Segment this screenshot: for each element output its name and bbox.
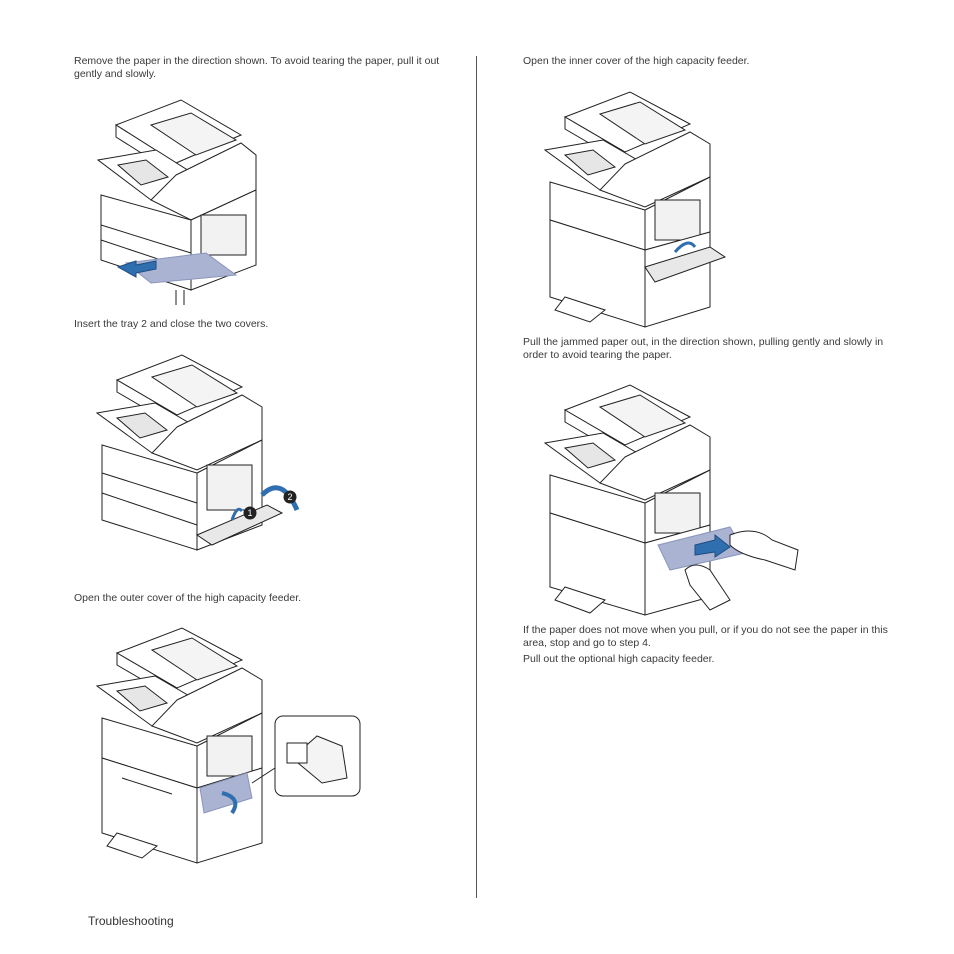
- column-divider: [476, 56, 477, 898]
- printer-open-inner-cover-illustration: [540, 82, 730, 332]
- step-insert-tray-text: Insert the tray 2 and close the two cove…: [74, 318, 269, 330]
- callout-1: 1: [247, 508, 252, 518]
- step-pull-feeder-text: Pull out the optional high capacity feed…: [523, 653, 715, 665]
- callout-2: 2: [287, 492, 292, 502]
- printer-remove-paper-illustration: [96, 95, 266, 310]
- printer-insert-tray-illustration: 1 2: [92, 345, 312, 560]
- step-open-outer-cover-text: Open the outer cover of the high capacit…: [74, 592, 302, 604]
- step-open-inner-cover-text: Open the inner cover of the high capacit…: [523, 55, 750, 67]
- footer-section-label: Troubleshooting: [88, 914, 174, 928]
- note-paper-not-move-text: If the paper does not move when you pull…: [523, 624, 888, 649]
- printer-open-outer-cover-illustration: [92, 618, 367, 866]
- printer-pull-jammed-paper-illustration: [540, 375, 805, 623]
- step-pull-jammed-text: Pull the jammed paper out, in the direct…: [523, 336, 884, 361]
- step-remove-paper-text: Remove the paper in the direction shown.…: [74, 55, 440, 80]
